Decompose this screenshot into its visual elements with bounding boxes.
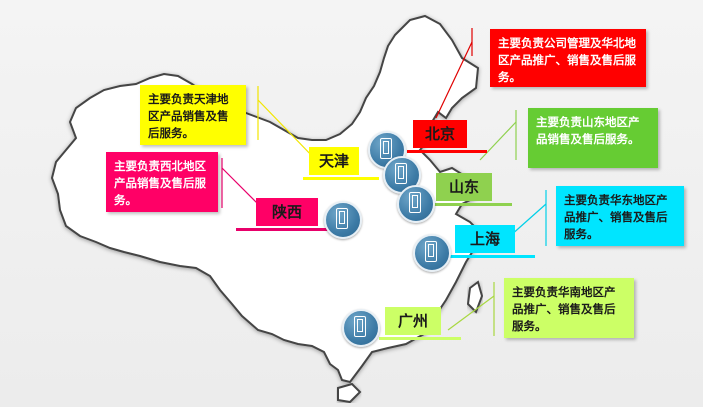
- city-label-beijing: 北京: [407, 120, 487, 153]
- city-name-shanghai: 上海: [469, 230, 500, 248]
- phone-glyph: [354, 316, 366, 337]
- underline-shaanxi: [236, 228, 338, 231]
- underline-guangzhou: [379, 337, 461, 340]
- underline-tianjin: [303, 177, 379, 180]
- city-name-beijing: 北京: [424, 125, 455, 143]
- desc-box-shaanxi: 主要负责西北地区产品销售及售后服务。: [106, 152, 218, 212]
- smartphone-icon[interactable]: [342, 309, 380, 347]
- hainan-island: [337, 382, 362, 404]
- city-label-guangzhou: 广州: [379, 307, 461, 340]
- taiwan-island: [466, 280, 484, 314]
- city-label-shaanxi: 陕西: [236, 198, 338, 231]
- connector-guangzhou: [447, 295, 495, 331]
- smartphone-icon[interactable]: [397, 185, 435, 223]
- underline-shanghai: [449, 255, 535, 258]
- city-label-shanghai: 上海: [449, 225, 535, 258]
- connector-beijing: [435, 41, 473, 119]
- city-name-tianjin: 天津: [318, 152, 349, 170]
- desc-box-guangzhou: 主要负责华南地区产品推广、销售及售后服务。: [504, 278, 634, 338]
- phone-glyph: [395, 163, 407, 184]
- desc-box-shandong: 主要负责山东地区产品销售及售后服务。: [528, 108, 658, 168]
- desc-box-tianjin: 主要负责天津地区产品销售及售后服务。: [140, 85, 246, 145]
- city-name-shaanxi: 陕西: [271, 203, 302, 221]
- smartphone-icon[interactable]: [413, 234, 451, 272]
- city-label-tianjin: 天津: [303, 147, 379, 180]
- connector-shaanxi: [221, 167, 259, 205]
- underline-shandong: [430, 203, 512, 206]
- connector-tianjin: [257, 99, 317, 161]
- connector-shanghai: [509, 203, 547, 237]
- phone-glyph: [380, 138, 392, 159]
- desc-box-beijing: 主要负责公司管理及华北地区产品推广、销售及售后服务。: [490, 29, 646, 87]
- phone-glyph: [425, 241, 437, 262]
- desc-box-shanghai: 主要负责华东地区产品推广、销售及售后服务。: [556, 186, 684, 246]
- smartphone-icon[interactable]: [324, 201, 362, 239]
- connector-shandong: [479, 121, 517, 161]
- city-name-guangzhou: 广州: [397, 312, 428, 330]
- phone-glyph: [409, 192, 421, 213]
- underline-beijing: [407, 150, 487, 153]
- city-label-shandong: 山东: [430, 173, 512, 206]
- phone-glyph: [336, 208, 348, 229]
- city-name-shandong: 山东: [448, 178, 479, 196]
